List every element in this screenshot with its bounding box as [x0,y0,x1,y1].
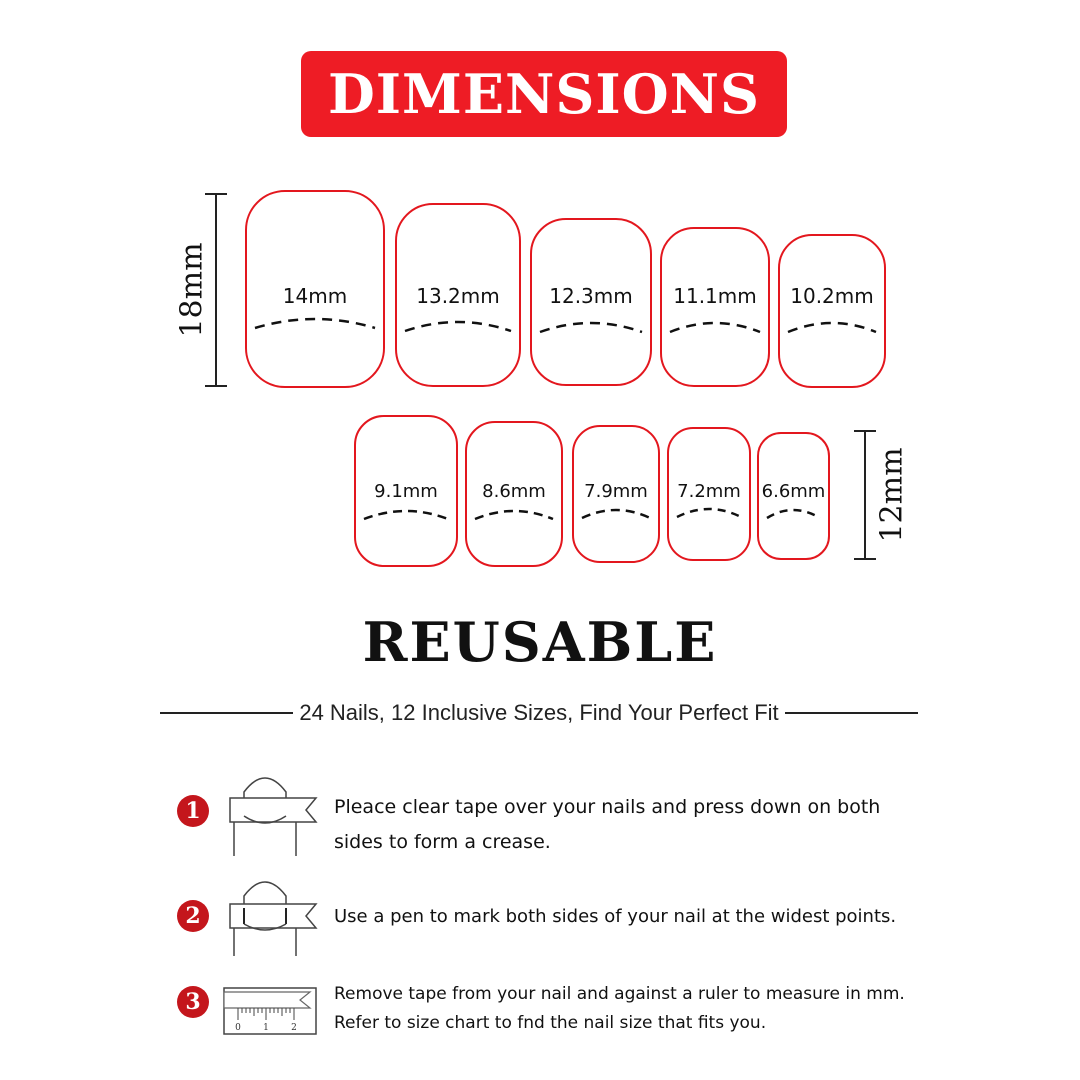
nail-size-14mm: 14mm [245,190,385,388]
nail-size-8-6mm: 8.6mm [465,421,563,567]
step-1-line-2: sides to form a crease. [334,831,551,853]
nail-size-6-6mm: 6.6mm [757,432,830,560]
step-3-line-1: Remove tape from your nail and against a… [334,984,905,1004]
step-3-line-2: Refer to size chart to fnd the nail size… [334,1013,767,1033]
nail-crease-dashed-line [474,509,554,521]
nail-label: 11.1mm [673,284,757,308]
finger-tape-icon [229,777,318,856]
nail-crease-dashed-line [669,321,761,334]
step-1-text: Pleace clear tape over your nails and pr… [334,790,934,860]
nail-crease-dashed-line [766,508,821,520]
nail-label: 6.6mm [761,481,826,502]
subline-text: 24 Nails, 12 Inclusive Sizes, Find Your … [299,700,779,725]
nail-label: 8.6mm [482,481,546,502]
step-2-line-1: Use a pen to mark both sides of your nai… [334,906,897,927]
nail-crease-dashed-line [539,321,643,334]
ruler-mark-1: 1 [263,1023,269,1033]
nail-size-10-2mm: 10.2mm [778,234,886,388]
nail-size-12-3mm: 12.3mm [530,218,652,386]
dimensions-title-badge: DIMENSIONS [301,51,787,137]
ruler-tape-icon: 0 1 2 [223,987,317,1035]
nail-crease-dashed-line [581,508,651,520]
finger-tape-mark-icon [229,881,318,956]
sizes-subline: 24 Nails, 12 Inclusive Sizes, Find Your … [160,698,918,728]
step-3-text: Remove tape from your nail and against a… [334,980,934,1038]
nail-size-11-1mm: 11.1mm [660,227,770,387]
nail-label: 12.3mm [549,284,633,308]
nail-crease-dashed-line [676,507,742,519]
nail-label: 9.1mm [374,481,438,502]
nail-crease-dashed-line [363,509,449,521]
nail-label: 7.2mm [677,481,741,502]
nail-crease-dashed-line [787,321,877,334]
ruler-mark-0: 0 [235,1023,241,1033]
step-1-line-1: Pleace clear tape over your nails and pr… [334,796,881,818]
height-dimension-bar-12mm [854,430,876,560]
nail-size-13-2mm: 13.2mm [395,203,521,387]
nail-crease-dashed-line [404,320,512,333]
nail-label: 14mm [282,284,348,308]
reusable-headline: REUSABLE [362,610,718,674]
height-label-12mm: 12mm [874,447,910,543]
nail-size-7-9mm: 7.9mm [572,425,660,563]
step-2-text: Use a pen to mark both sides of your nai… [334,902,934,932]
step-2-number-badge: 2 [177,900,209,932]
subline-rule-right [784,712,918,714]
step-3-number-badge: 3 [177,986,209,1018]
ruler-mark-2: 2 [291,1023,297,1033]
subline-rule-left [160,712,294,714]
nail-label: 13.2mm [416,284,500,308]
nail-label: 10.2mm [790,284,874,308]
height-dimension-bar-18mm [205,193,227,387]
nail-label: 7.9mm [584,481,648,502]
step-1-number-badge: 1 [177,795,209,827]
nail-size-9-1mm: 9.1mm [354,415,458,567]
height-label-18mm: 18mm [174,242,210,338]
nail-crease-dashed-line [254,317,376,330]
nail-size-7-2mm: 7.2mm [667,427,751,561]
